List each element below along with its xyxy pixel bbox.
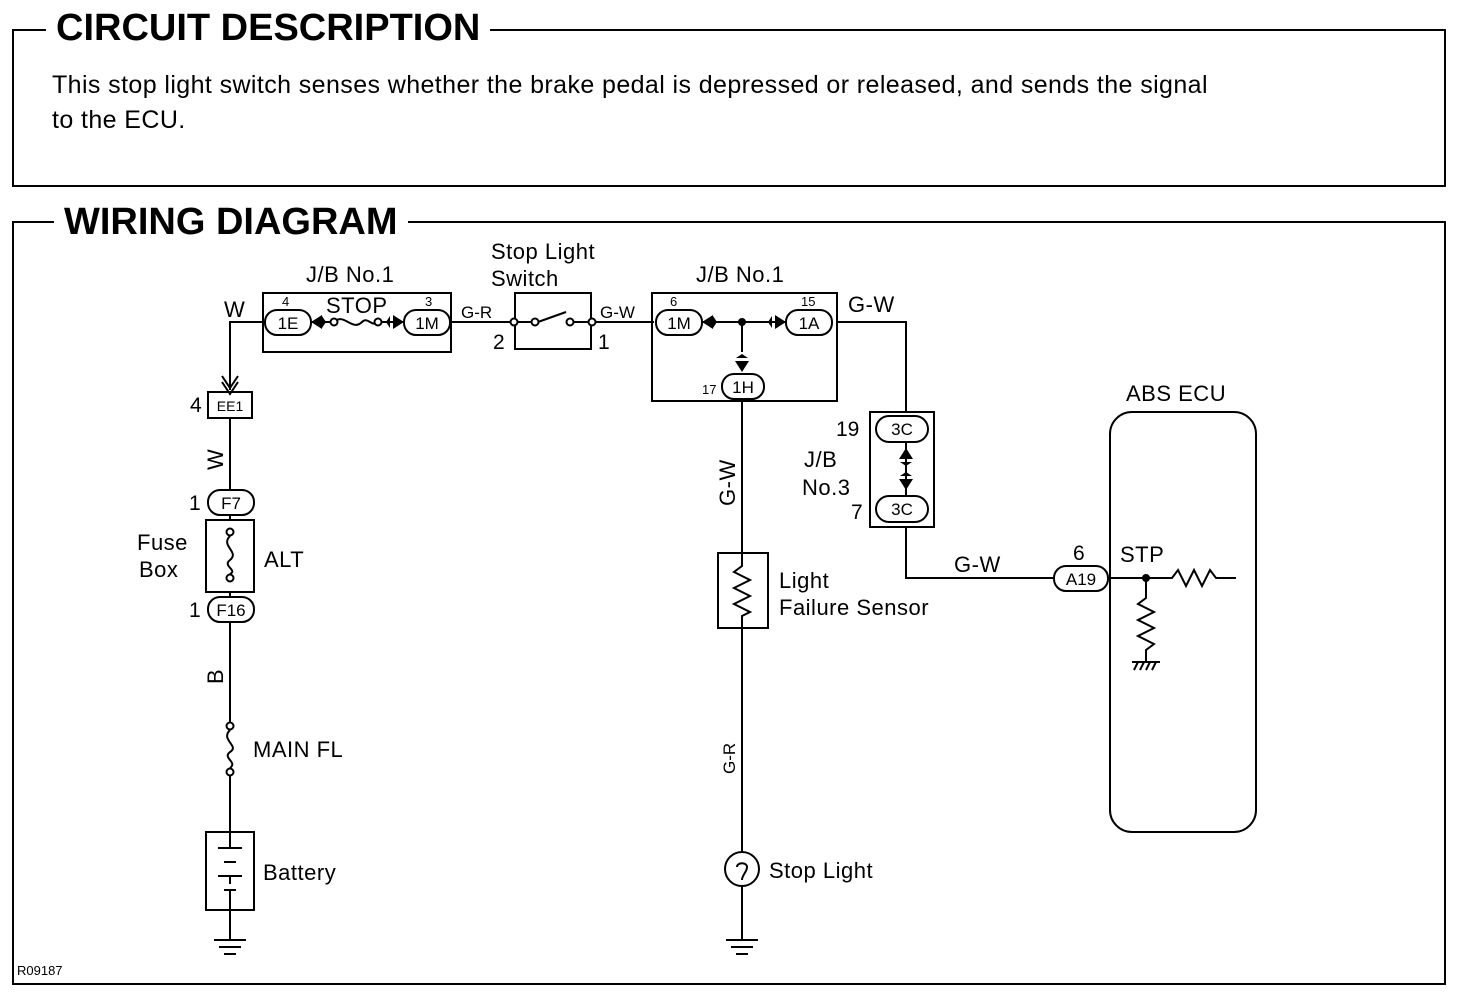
pin-6-1m: 6 [670, 294, 677, 309]
light-failure-sensor-label-2: Failure Sensor [779, 595, 929, 620]
wire-gw-jb3-down [905, 527, 1054, 579]
wire-code-w-top: W [224, 297, 245, 322]
wiring-diagram-title: WIRING DIAGRAM [54, 202, 408, 242]
circuit-description-title: CIRCUIT DESCRIPTION [46, 8, 491, 48]
connector-ee1-label: EE1 [217, 398, 244, 414]
pin-3-1m: 3 [425, 294, 432, 309]
stop-fuse-label: STOP [326, 293, 388, 318]
wire-code-gr-vertical: G-R [720, 743, 739, 774]
light-failure-sensor-label-1: Light [779, 568, 829, 593]
wire-code-gw-right: G-W [848, 292, 895, 317]
connector-3c-b [875, 495, 929, 523]
pin-switch-2: 2 [493, 331, 505, 354]
pin-1-f16: 1 [189, 599, 201, 622]
circuit-description-box [12, 29, 1446, 187]
pin-1-f7: 1 [189, 492, 201, 515]
jb1-right-box [651, 292, 838, 402]
connector-f7-label: F7 [221, 494, 241, 513]
connector-1m-a-label: 1M [415, 314, 439, 333]
stop-light-label: Stop Light [769, 858, 873, 883]
fuse-box-label-1: Fuse [137, 530, 188, 555]
pin-4-1e: 4 [282, 294, 289, 309]
wiring-diagram-box [12, 221, 1446, 985]
jb3-label-1: J/B [804, 447, 837, 472]
wire-code-w-vertical: W [203, 449, 228, 470]
connector-3c-a [875, 415, 929, 443]
wire-w-top [229, 321, 265, 390]
fuse-box-label-2: Box [139, 557, 178, 582]
stp-label: STP [1120, 542, 1164, 567]
connector-f16-label: F16 [216, 601, 245, 620]
stop-light-switch-label-1: Stop Light [491, 239, 595, 264]
pin-17-1h: 17 [702, 382, 716, 397]
connector-1m-b-label: 1M [667, 314, 691, 333]
connector-1h [721, 373, 765, 400]
connector-3c-a-label: 3C [891, 420, 913, 439]
pin-19: 19 [836, 418, 859, 441]
main-fl-label: MAIN FL [253, 737, 343, 762]
abs-ecu-label: ABS ECU [1126, 381, 1226, 406]
pin-switch-1: 1 [598, 331, 610, 354]
ground-stoplight [726, 939, 758, 955]
connector-1e-label: 1E [278, 314, 299, 333]
wire-code-b-vertical: B [203, 669, 228, 684]
wire-code-gr-top: G-R [461, 303, 492, 322]
pin-7: 7 [851, 501, 863, 524]
pin-6-a19: 6 [1073, 542, 1085, 565]
connector-1h-label: 1H [732, 378, 754, 397]
stop-light-switch-label-2: Switch [491, 266, 559, 291]
pin-4-ee1: 4 [190, 394, 202, 417]
circuit-description-line2: to the ECU. [52, 106, 186, 134]
alt-fuse-label: ALT [264, 547, 304, 572]
abs-ecu-box [1109, 411, 1257, 833]
jb3-label-2: No.3 [802, 475, 850, 500]
stop-light-bulb [724, 851, 760, 887]
connector-1a-label: 1A [799, 314, 820, 333]
battery-label: Battery [263, 860, 336, 885]
wire-code-gw-ecu: G-W [954, 552, 1001, 577]
wire-code-gw-vertical: G-W [715, 459, 740, 506]
wire-gw-right [836, 321, 907, 412]
circuit-description-line1: This stop light switch senses whether th… [52, 71, 1208, 99]
connector-ee1 [207, 391, 253, 419]
jb1-right-label: J/B No.1 [696, 262, 784, 287]
pin-15-1a: 15 [801, 294, 815, 309]
connector-a19-label: A19 [1066, 570, 1096, 589]
wire-code-gw-switch: G-W [600, 303, 635, 322]
jb1-left-label: J/B No.1 [306, 262, 394, 287]
ground-battery [214, 939, 246, 955]
connector-3c-b-label: 3C [891, 500, 913, 519]
jb3-box [869, 411, 935, 528]
figure-id: R09187 [17, 963, 63, 978]
